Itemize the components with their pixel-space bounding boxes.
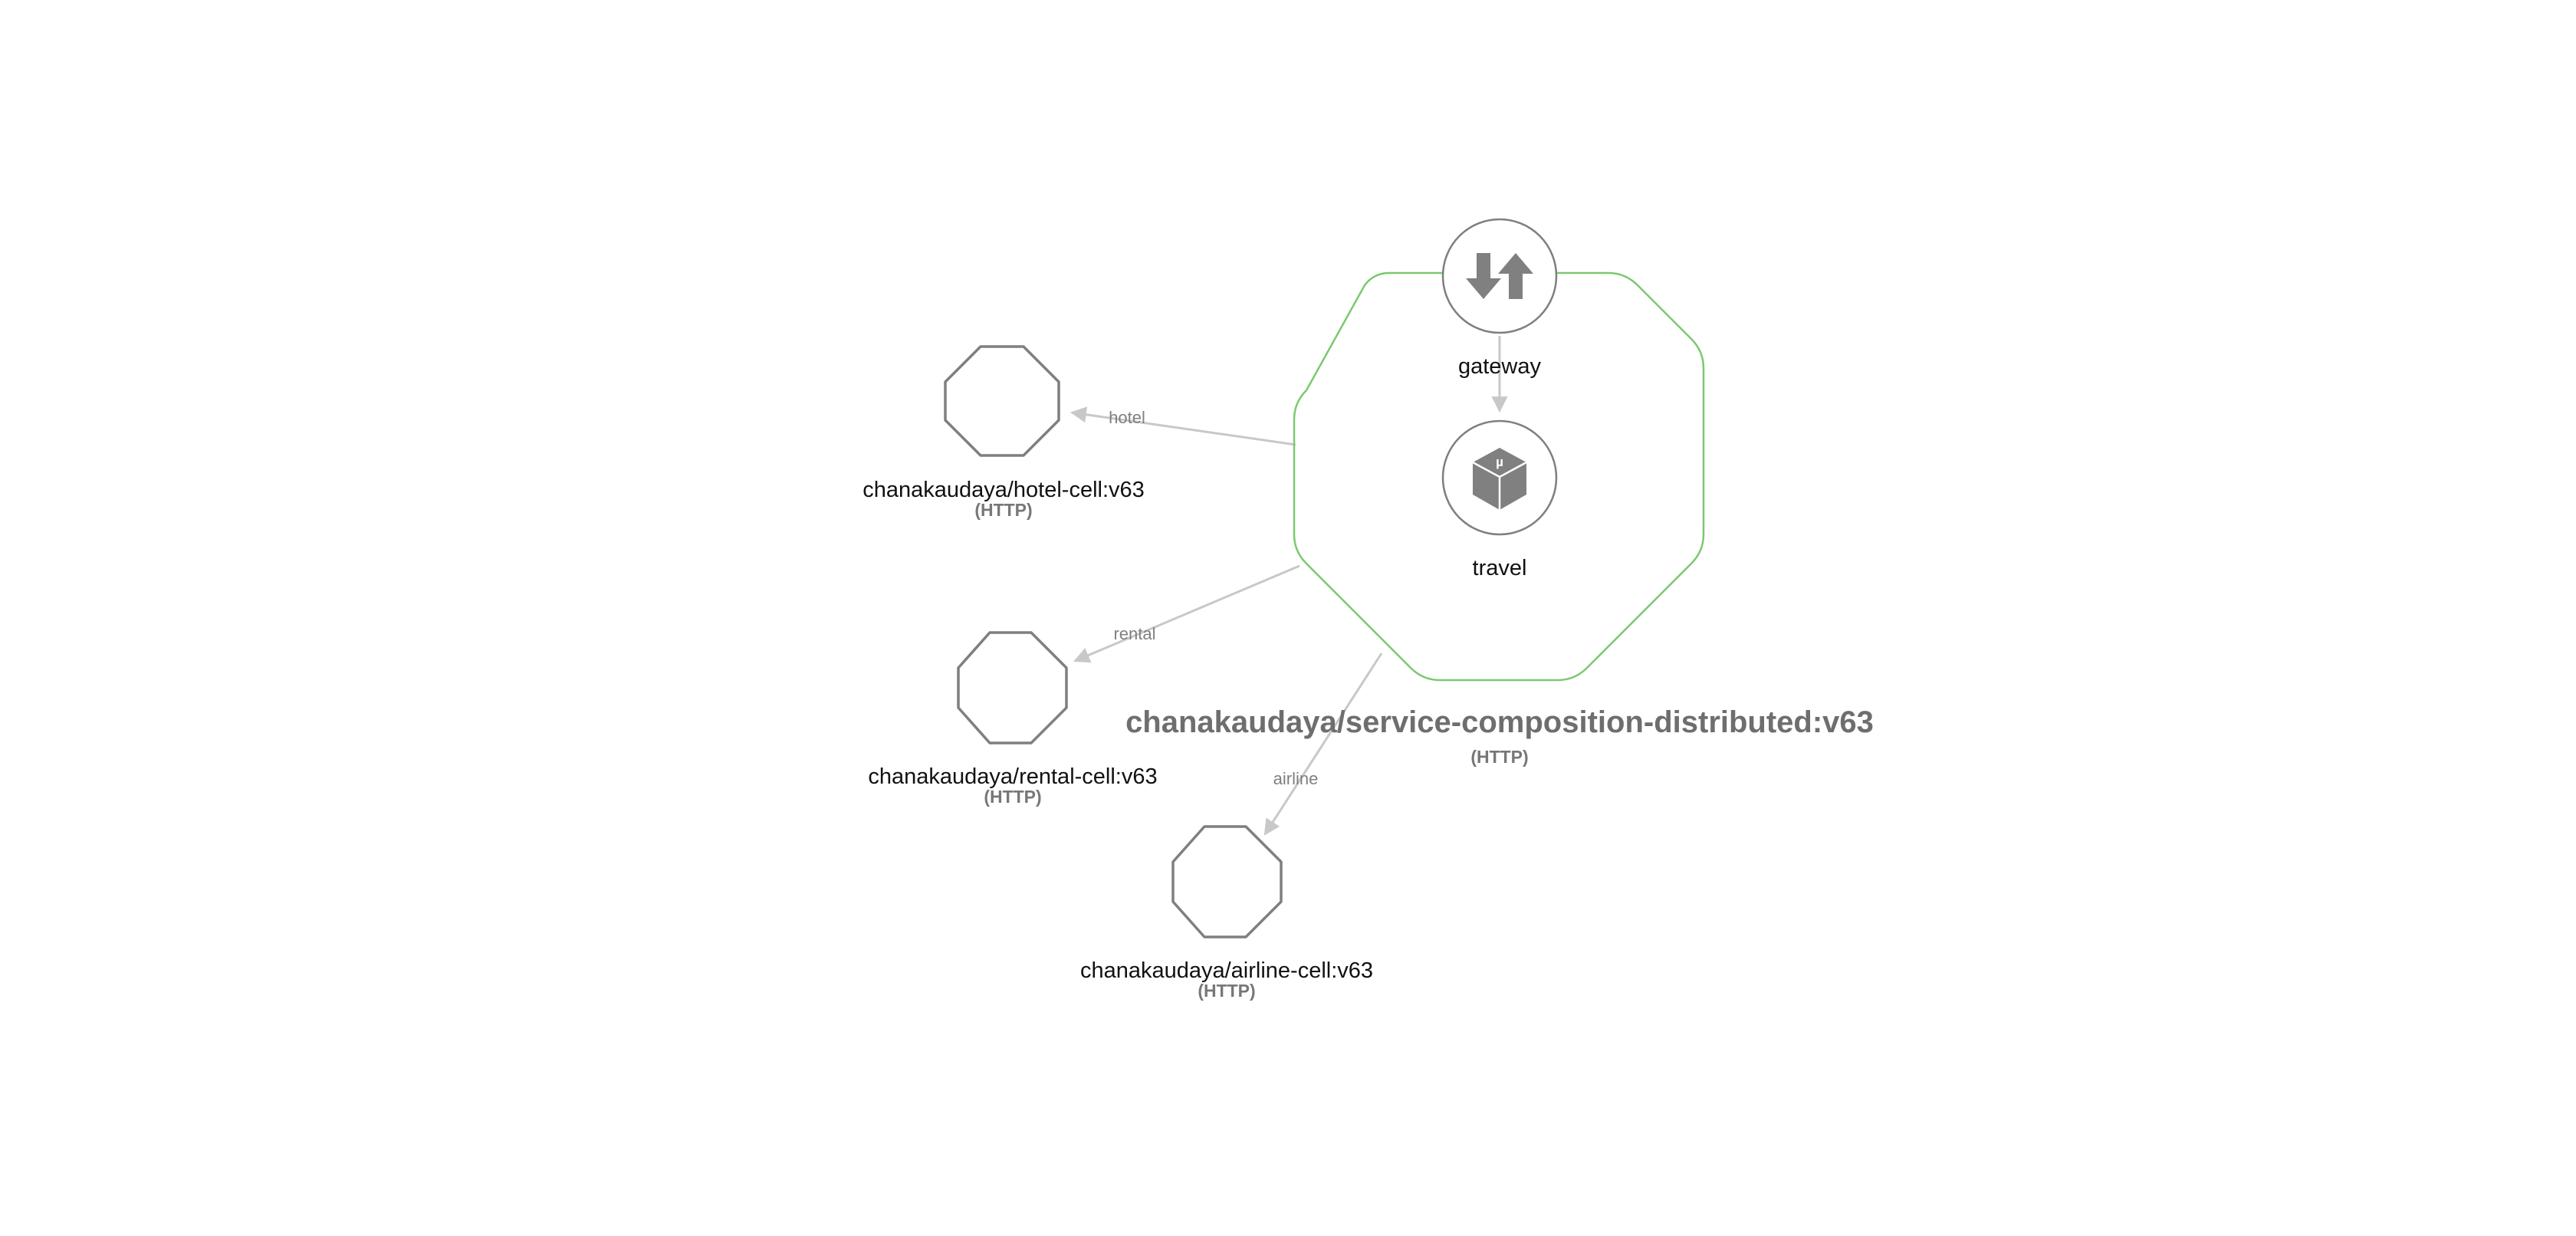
edge-label-airline: airline bbox=[1273, 769, 1319, 788]
composite-protocol: (HTTP) bbox=[1470, 747, 1528, 767]
rental-cell-name: chanakaudaya/rental-cell:v63 bbox=[868, 764, 1157, 789]
microservice-cube-icon: µ bbox=[1472, 448, 1527, 510]
composite-name: chanakaudaya/service-composition-distrib… bbox=[1125, 705, 1874, 739]
composite-cell-boundary[interactable] bbox=[1293, 271, 1705, 682]
airline-cell-protocol: (HTTP) bbox=[1198, 981, 1255, 1001]
airline-cell-node[interactable] bbox=[1171, 825, 1283, 939]
edge-hotel bbox=[1070, 406, 1296, 446]
travel-label: travel bbox=[1473, 556, 1527, 580]
gateway-node[interactable] bbox=[1441, 218, 1558, 334]
airline-cell-name: chanakaudaya/airline-cell:v63 bbox=[1080, 958, 1373, 983]
edge-label-hotel: hotel bbox=[1109, 408, 1145, 427]
travel-node[interactable]: µ bbox=[1441, 419, 1558, 536]
edge-airline bbox=[1263, 653, 1383, 836]
edge-rental bbox=[1073, 564, 1300, 663]
rental-cell-protocol: (HTTP) bbox=[984, 787, 1041, 807]
hotel-cell-name: chanakaudaya/hotel-cell:v63 bbox=[863, 478, 1145, 502]
rental-cell-node[interactable] bbox=[957, 631, 1068, 745]
gateway-label: gateway bbox=[1458, 354, 1542, 379]
hotel-cell-protocol: (HTTP) bbox=[974, 500, 1032, 520]
microservice-badge: µ bbox=[1496, 455, 1503, 469]
gateway-arrows-icon bbox=[1466, 253, 1533, 299]
edge-label-rental: rental bbox=[1113, 624, 1155, 643]
hotel-cell-node[interactable] bbox=[944, 345, 1060, 457]
